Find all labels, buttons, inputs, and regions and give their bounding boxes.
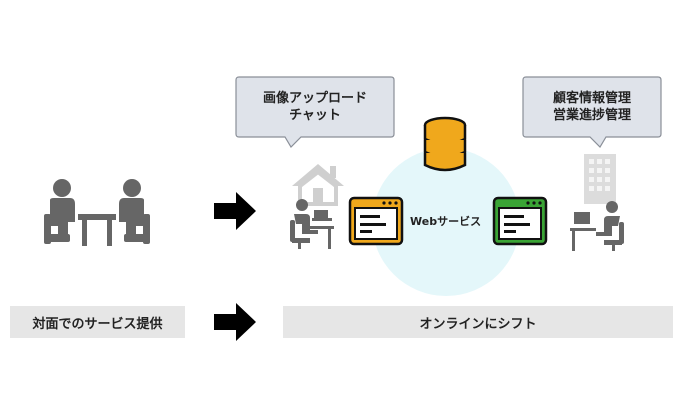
speech-bubble-right-text: 顧客情報管理 営業進捗管理 [523, 90, 661, 124]
face-to-face-label: 対面でのサービス提供 [10, 306, 185, 338]
face-to-face-meeting-icon [42, 178, 152, 250]
right-arrow-icon [214, 192, 256, 230]
speech-bubble-left [235, 76, 395, 148]
right-arrow-icon-bottom [214, 303, 256, 341]
bubble-left-line2: チャット [289, 108, 341, 123]
speech-bubble-right [522, 76, 662, 148]
browser-window-icon-right [492, 196, 548, 246]
user-at-desk-icon [288, 198, 336, 250]
database-icon [422, 116, 468, 174]
online-shift-label: オンラインにシフト [283, 306, 673, 338]
browser-window-icon-left [348, 196, 404, 246]
office-building-icon [580, 150, 620, 206]
speech-bubble-left-text: 画像アップロード チャット [236, 90, 394, 124]
user-at-desk-icon-right [568, 200, 624, 252]
bubble-right-line1: 顧客情報管理 [552, 91, 631, 106]
bubble-right-line2: 営業進捗管理 [552, 108, 631, 123]
web-service-label: Webサービス [410, 215, 482, 228]
bubble-left-line1: 画像アップロード [262, 91, 367, 106]
